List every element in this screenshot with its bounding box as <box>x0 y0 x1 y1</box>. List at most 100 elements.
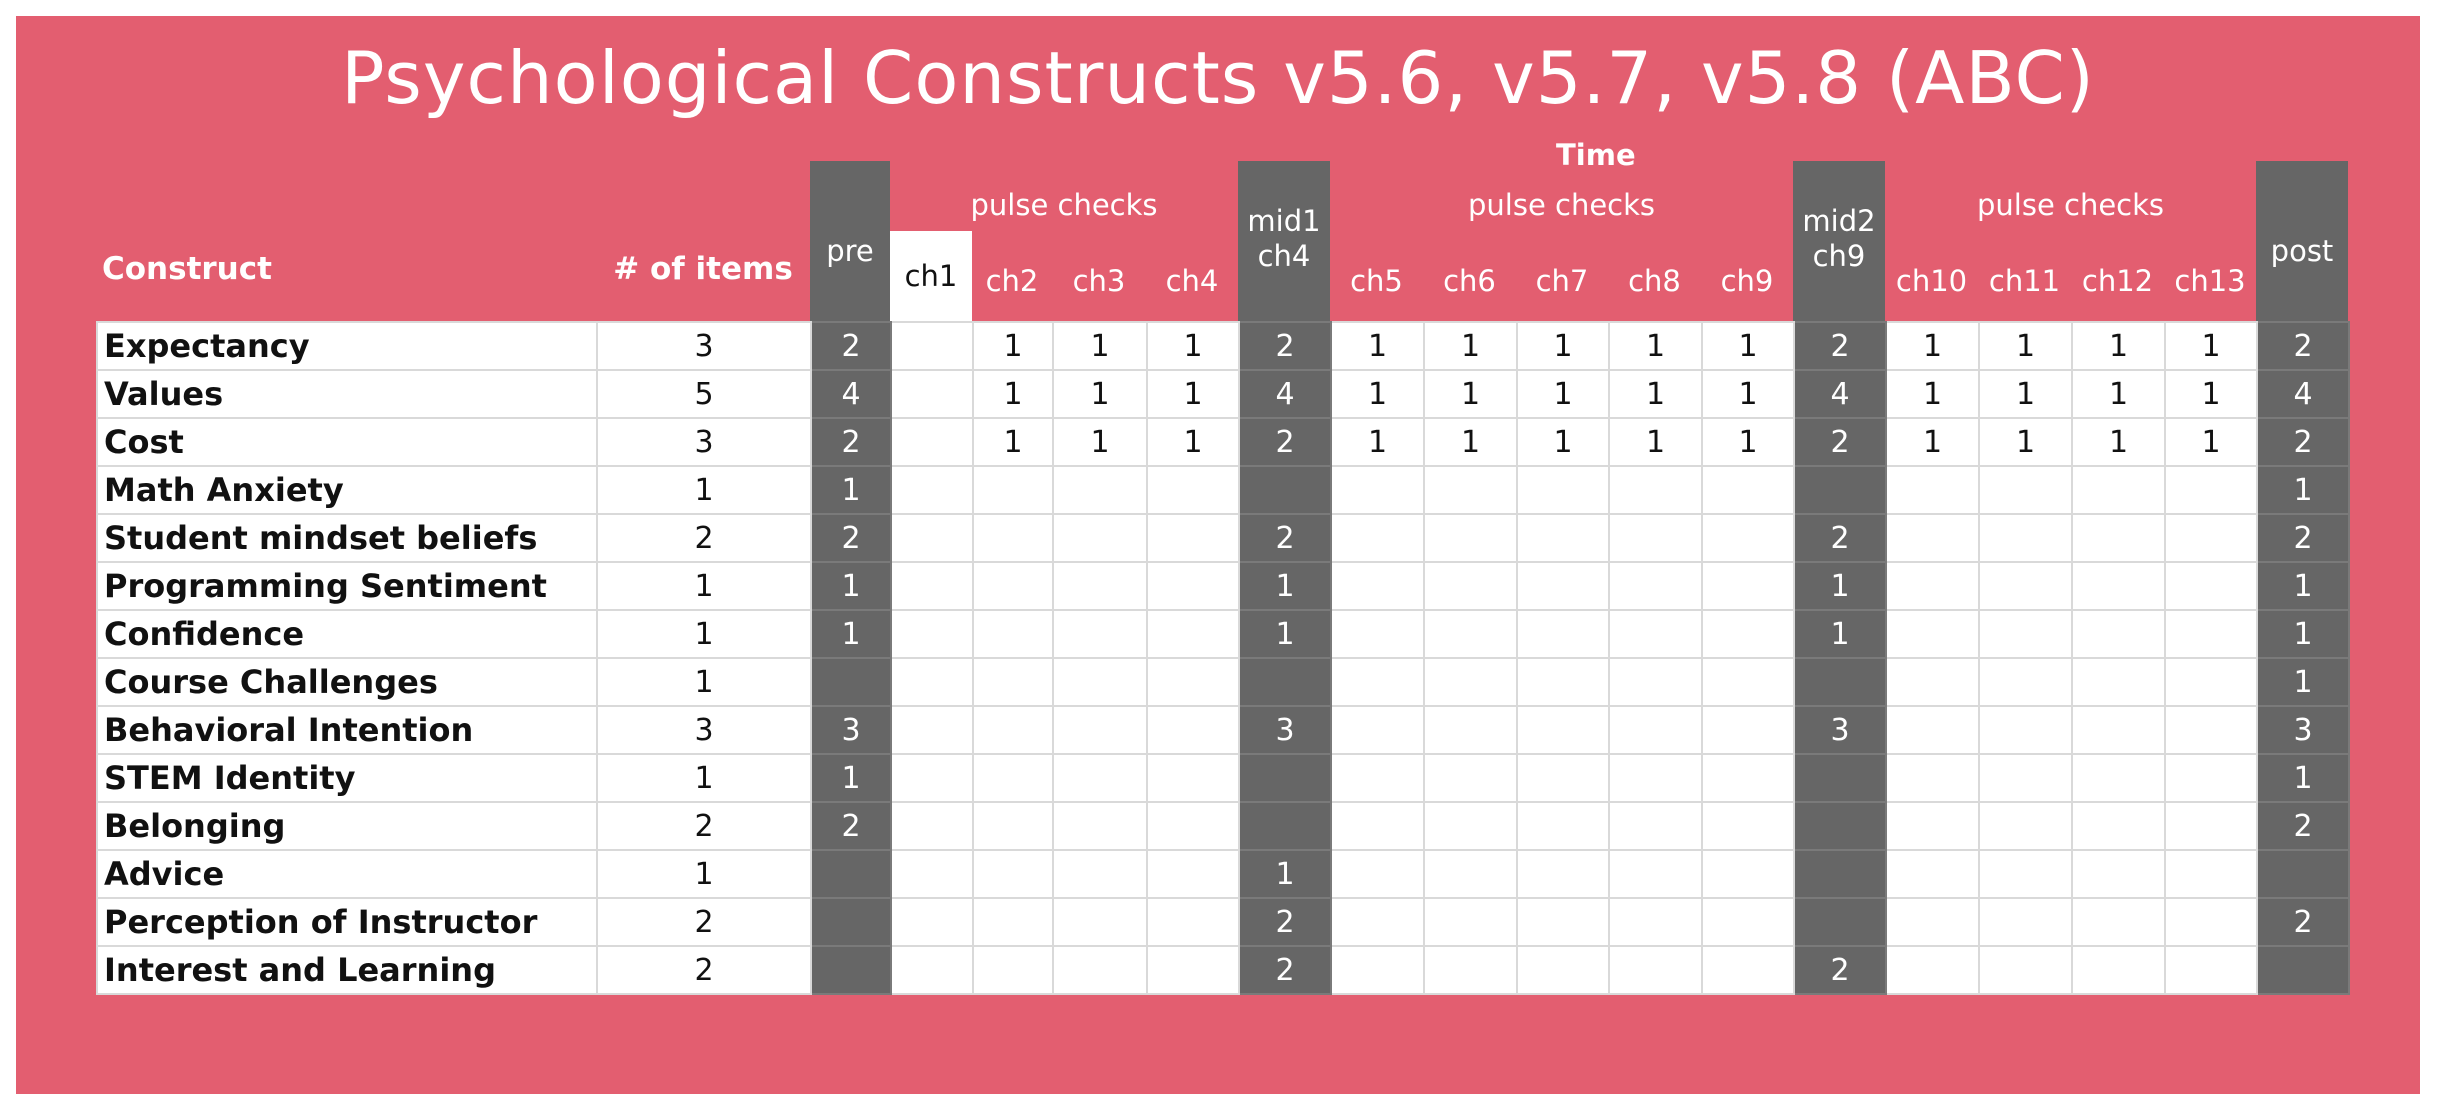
header-mid1-ch4: mid1 ch4 <box>1247 204 1321 273</box>
cell-ch3 <box>1052 897 1148 947</box>
cell-ch2 <box>972 609 1054 659</box>
cell-ch6 <box>1423 561 1518 611</box>
cell-ch13 <box>2164 801 2258 851</box>
item-count: 5 <box>596 369 812 419</box>
cell-ch4: 1 <box>1146 417 1240 467</box>
cell-ch12: 1 <box>2071 321 2166 371</box>
cell-mid2: 4 <box>1793 369 1887 419</box>
cell-ch12 <box>2071 705 2166 755</box>
header-ch4: ch4 <box>1165 263 1219 298</box>
cell-ch10 <box>1885 801 1980 851</box>
cell-ch1 <box>890 753 974 803</box>
cell-pre <box>810 849 892 899</box>
cell-ch1 <box>890 897 974 947</box>
cell-ch2 <box>972 801 1054 851</box>
cell-mid2: 3 <box>1793 705 1887 755</box>
cell-ch11 <box>1978 513 2073 563</box>
cell-ch11 <box>1978 561 2073 611</box>
cell-ch12 <box>2071 561 2166 611</box>
cell-ch2: 1 <box>972 321 1054 371</box>
cell-ch3 <box>1052 561 1148 611</box>
cell-ch10 <box>1885 897 1980 947</box>
header-ch6: ch6 <box>1443 263 1496 298</box>
chart-panel: Psychological Constructs v5.6, v5.7, v5.… <box>16 16 2420 1094</box>
cell-pre: 4 <box>810 369 892 419</box>
cell-ch6 <box>1423 657 1518 707</box>
cell-ch10 <box>1885 513 1980 563</box>
cell-ch5 <box>1330 513 1425 563</box>
cell-ch5 <box>1330 945 1425 995</box>
cell-ch6: 1 <box>1423 417 1518 467</box>
cell-ch4 <box>1146 897 1240 947</box>
item-count: 2 <box>596 945 812 995</box>
cell-ch4 <box>1146 753 1240 803</box>
cell-ch8 <box>1608 897 1703 947</box>
cell-ch13 <box>2164 945 2258 995</box>
item-count: 2 <box>596 897 812 947</box>
item-count: 1 <box>596 657 812 707</box>
cell-ch2 <box>972 705 1054 755</box>
cell-ch5: 1 <box>1330 369 1425 419</box>
header-post-band <box>2256 161 2348 321</box>
header-ch5: ch5 <box>1350 263 1403 298</box>
cell-ch11 <box>1978 945 2073 995</box>
cell-ch11 <box>1978 657 2073 707</box>
cell-ch4 <box>1146 705 1240 755</box>
item-count: 3 <box>596 705 812 755</box>
cell-ch9 <box>1701 849 1795 899</box>
cell-ch7 <box>1516 945 1610 995</box>
cell-ch2 <box>972 849 1054 899</box>
cell-mid1: 3 <box>1238 705 1332 755</box>
cell-ch8 <box>1608 945 1703 995</box>
cell-pre: 1 <box>810 561 892 611</box>
cell-ch4 <box>1146 561 1240 611</box>
construct-name: Belonging <box>96 801 598 851</box>
cell-ch7 <box>1516 465 1610 515</box>
cell-ch9 <box>1701 657 1795 707</box>
cell-ch3 <box>1052 465 1148 515</box>
cell-ch6 <box>1423 513 1518 563</box>
cell-ch7: 1 <box>1516 321 1610 371</box>
header-ch1: ch1 <box>890 231 972 321</box>
cell-ch5 <box>1330 609 1425 659</box>
cell-ch1 <box>890 369 974 419</box>
cell-ch6 <box>1423 897 1518 947</box>
cell-ch12 <box>2071 801 2166 851</box>
cell-mid1: 1 <box>1238 609 1332 659</box>
header-pre-band <box>810 161 890 321</box>
cell-mid1: 2 <box>1238 945 1332 995</box>
cell-post: 1 <box>2256 753 2350 803</box>
cell-ch4 <box>1146 465 1240 515</box>
pulse-checks-label-3: pulse checks <box>1976 188 2165 222</box>
cell-ch2: 1 <box>972 417 1054 467</box>
cell-ch7 <box>1516 705 1610 755</box>
cell-pre: 2 <box>810 513 892 563</box>
cell-post: 2 <box>2256 321 2350 371</box>
cell-ch6 <box>1423 945 1518 995</box>
cell-ch4 <box>1146 849 1240 899</box>
cell-ch11: 1 <box>1978 369 2073 419</box>
cell-ch12 <box>2071 513 2166 563</box>
cell-ch13 <box>2164 513 2258 563</box>
cell-ch8 <box>1608 753 1703 803</box>
cell-ch13 <box>2164 753 2258 803</box>
cell-mid1: 2 <box>1238 417 1332 467</box>
cell-ch9 <box>1701 945 1795 995</box>
cell-ch9 <box>1701 561 1795 611</box>
cell-ch4: 1 <box>1146 369 1240 419</box>
time-axis-label: Time <box>1556 138 1636 172</box>
cell-ch5 <box>1330 753 1425 803</box>
construct-name: Interest and Learning <box>96 945 598 995</box>
cell-ch9 <box>1701 753 1795 803</box>
cell-pre <box>810 945 892 995</box>
cell-ch9 <box>1701 801 1795 851</box>
cell-ch8 <box>1608 801 1703 851</box>
cell-ch7 <box>1516 753 1610 803</box>
cell-ch6: 1 <box>1423 369 1518 419</box>
cell-ch5 <box>1330 849 1425 899</box>
construct-name: Programming Sentiment <box>96 561 598 611</box>
